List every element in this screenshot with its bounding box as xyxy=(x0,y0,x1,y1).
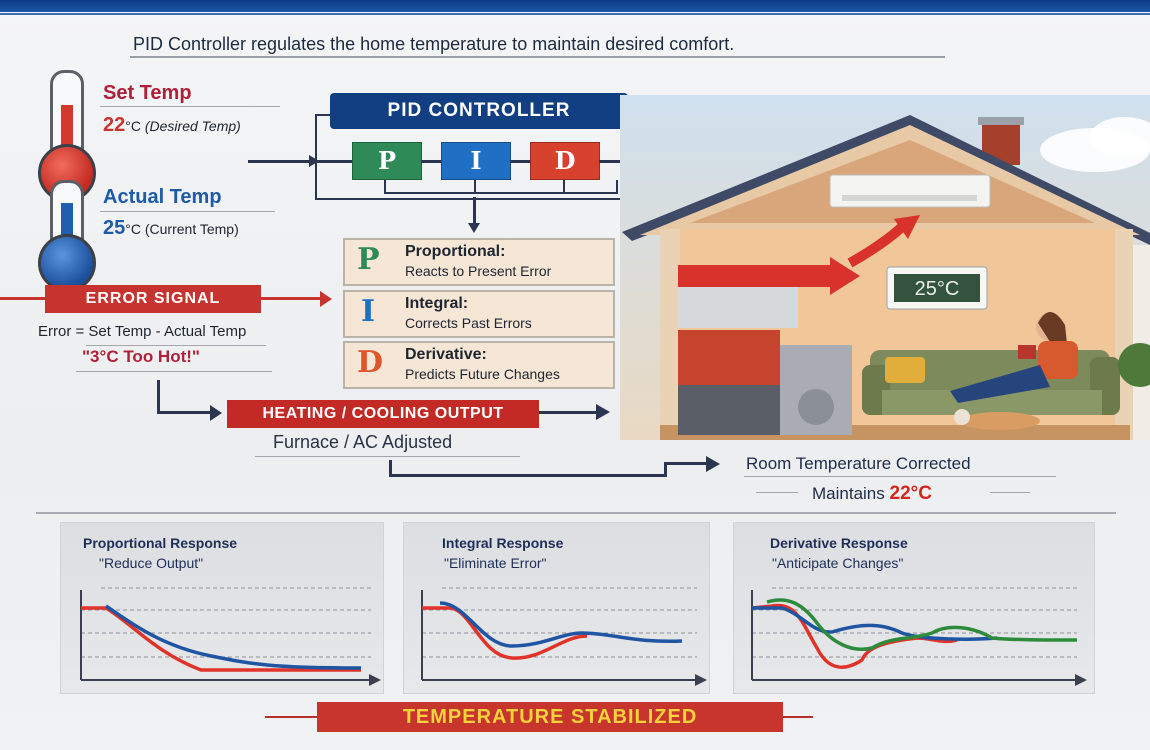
heating-cooling-output-badge: HEATING / COOLING OUTPUT xyxy=(227,400,539,428)
result-arrowhead-icon xyxy=(706,456,720,472)
term-desc: Reacts to Present Error xyxy=(405,263,552,279)
stabilized-rule-left xyxy=(265,716,319,718)
temperature-stabilized-badge: TEMPERATURE STABILIZED xyxy=(317,702,783,732)
stabilized-rule-right xyxy=(783,716,813,718)
result-connector-h1 xyxy=(389,474,667,477)
set-temp-rule xyxy=(100,106,280,107)
error-signal-badge: ERROR SIGNAL xyxy=(45,285,261,313)
term-letter-i: I xyxy=(361,294,376,329)
error-rule-bottom xyxy=(76,371,272,372)
heat-output-arrowhead-icon xyxy=(596,404,610,420)
term-derivative: D Derivative: Predicts Future Changes xyxy=(343,341,615,389)
chart-panel-derivative: Derivative Response "Anticipate Changes" xyxy=(733,522,1095,694)
maintains-label: Maintains xyxy=(812,484,885,503)
error-rule-top xyxy=(86,345,266,346)
set-temp-note: (Desired Temp) xyxy=(144,118,241,134)
maintains-rule-left xyxy=(756,492,798,493)
output-connector-vertical xyxy=(157,380,160,413)
result-connector-v1 xyxy=(389,460,392,476)
pid-feedback-tap xyxy=(474,180,476,192)
maintains-value: 22°C xyxy=(889,483,932,504)
error-equation: Error = Set Temp - Actual Temp xyxy=(38,323,247,340)
chart-subtitle: "Reduce Output" xyxy=(99,555,204,571)
error-input-line xyxy=(0,297,48,300)
set-temp-label: Set Temp xyxy=(103,82,192,104)
set-temp-value: 22 xyxy=(103,114,126,136)
pid-block-i: I xyxy=(441,142,511,180)
term-title: Proportional: xyxy=(405,243,506,260)
svg-text:25°C: 25°C xyxy=(915,278,960,300)
chart-subtitle: "Anticipate Changes" xyxy=(772,555,904,571)
actual-temp-value-line: 25°C (Current Temp) xyxy=(103,217,239,240)
pid-down-arrow xyxy=(473,197,476,225)
term-letter-d: D xyxy=(357,345,384,380)
maintains-line: Maintains 22°C xyxy=(812,483,932,505)
actual-temp-value: 25 xyxy=(103,217,126,239)
heat-output-arrow xyxy=(539,411,599,414)
set-temp-unit: °C xyxy=(125,118,141,134)
derivative-response-chart xyxy=(751,587,1087,686)
set-temp-value-line: 22°C (Desired Temp) xyxy=(103,114,241,137)
actual-temp-rule xyxy=(100,211,275,212)
chart-subtitle: "Eliminate Error" xyxy=(444,555,547,571)
actual-temp-unit: °C xyxy=(125,221,141,237)
error-result: "3°C Too Hot!" xyxy=(82,347,200,366)
furnace-rule xyxy=(255,456,520,457)
chart-panel-proportional: Proportional Response "Reduce Output" xyxy=(60,522,384,694)
input-arrowhead-icon xyxy=(309,155,319,167)
result-connector-h2 xyxy=(664,462,709,465)
house-scene-icon: 25°C xyxy=(622,115,1150,440)
chart-title: Integral Response xyxy=(442,535,564,551)
output-connector-horizontal xyxy=(157,411,213,414)
maintains-rule-right xyxy=(990,492,1030,493)
pid-arrow-p-i xyxy=(421,160,441,163)
chart-panel-integral: Integral Response "Eliminate Error" xyxy=(403,522,710,694)
chart-title: Proportional Response xyxy=(83,535,238,551)
actual-temp-note: (Current Temp) xyxy=(144,221,239,237)
header-bar xyxy=(0,0,1150,12)
pid-down-arrowhead-icon xyxy=(468,223,480,233)
proportional-response-chart xyxy=(80,587,381,686)
page-subtitle: PID Controller regulates the home temper… xyxy=(133,34,735,54)
term-proportional: P Proportional: Reacts to Present Error xyxy=(343,238,615,286)
pid-controller-title: PID CONTROLLER xyxy=(330,93,628,129)
integral-response-chart xyxy=(421,587,707,686)
set-temp-thermometer-icon xyxy=(38,70,96,202)
term-desc: Corrects Past Errors xyxy=(405,315,532,331)
pid-block-p: P xyxy=(352,142,422,180)
room-temperature-corrected: Room Temperature Corrected xyxy=(746,454,971,473)
term-integral: I Integral: Corrects Past Errors xyxy=(343,290,615,338)
result-connector-v2 xyxy=(664,462,667,477)
furnace-ac-adjusted: Furnace / AC Adjusted xyxy=(273,432,453,452)
error-output-line xyxy=(261,297,323,300)
term-title: Integral: xyxy=(405,295,469,312)
term-desc: Predicts Future Changes xyxy=(405,366,560,382)
subtitle-underline xyxy=(130,56,945,58)
pid-block-d: D xyxy=(530,142,600,180)
header-rule xyxy=(0,13,1150,15)
result-rule xyxy=(744,476,1056,477)
house-illustration: 25°C xyxy=(620,95,1150,440)
chart-title: Derivative Response xyxy=(770,535,908,551)
actual-temp-label: Actual Temp xyxy=(103,186,222,208)
error-arrowhead-icon xyxy=(320,291,332,307)
actual-temp-thermometer-icon xyxy=(38,180,96,292)
input-arrow xyxy=(248,160,314,163)
term-letter-p: P xyxy=(357,242,380,277)
output-arrowhead-icon xyxy=(210,405,222,421)
section-separator xyxy=(36,512,1116,514)
pid-feedback-tap-d xyxy=(563,180,565,192)
pid-arrow-i-d xyxy=(510,160,530,163)
pid-inner-arrow-p xyxy=(317,160,352,163)
pid-feedback-loop xyxy=(384,180,618,194)
term-title: Derivative: xyxy=(405,346,487,363)
